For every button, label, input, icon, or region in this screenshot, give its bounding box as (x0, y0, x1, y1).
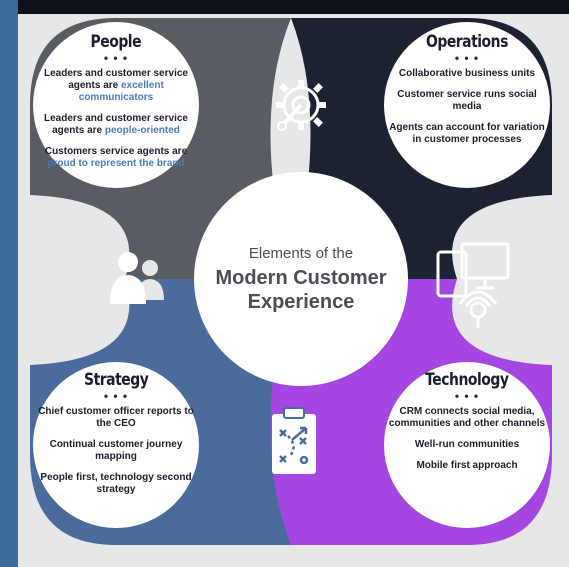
strategy-dots: • • • (103, 389, 129, 403)
strategy-item: People first, technology second strategy (40, 472, 192, 495)
center-title-line: Modern Customer (215, 266, 387, 289)
people-title: People (90, 32, 142, 52)
people-item: Customers service agents are proud to re… (44, 146, 188, 169)
strategy-title: Strategy (83, 370, 149, 390)
technology-circle: Technology • • • CRM connects social med… (384, 362, 550, 528)
technology-item: CRM connects social media, communities a… (388, 406, 546, 429)
top-strip (0, 0, 569, 14)
devices-icon (436, 242, 510, 328)
gear-wrench-icon (276, 80, 326, 131)
people-circle: People • • • Leaders and customer servic… (33, 22, 199, 188)
technology-title: Technology (425, 370, 509, 390)
operations-circle: Operations • • • Collaborative business … (384, 22, 550, 188)
operations-item: Customer service runs social media (397, 89, 537, 112)
strategy-item: Chief customer officer reports to the CE… (38, 406, 194, 429)
center-circle: Elements of the Modern Customer Experien… (194, 172, 408, 386)
operations-dots: • • • (454, 51, 480, 65)
people-item: Leaders and customer service agents are … (44, 68, 188, 103)
strategy-circle: Strategy • • • Chief customer officer re… (33, 362, 199, 528)
operations-item: Collaborative business units (398, 68, 536, 79)
technology-item: Well-run communities (414, 439, 520, 450)
people-group-icon (92, 252, 164, 304)
center-title-line: Experience (247, 290, 355, 313)
people-item: Leaders and customer service agents are … (44, 113, 188, 136)
technology-dots: • • • (454, 389, 480, 403)
clipboard-plan-icon (272, 407, 316, 474)
operations-title: Operations (426, 32, 508, 52)
people-dots: • • • (103, 51, 129, 65)
center-subtitle: Elements of the (248, 244, 354, 262)
strategy-item: Continual customer journey mapping (49, 439, 183, 462)
operations-item: Agents can account for variation in cust… (389, 122, 545, 145)
left-strip (0, 0, 18, 567)
technology-item: Mobile first approach (416, 460, 518, 471)
